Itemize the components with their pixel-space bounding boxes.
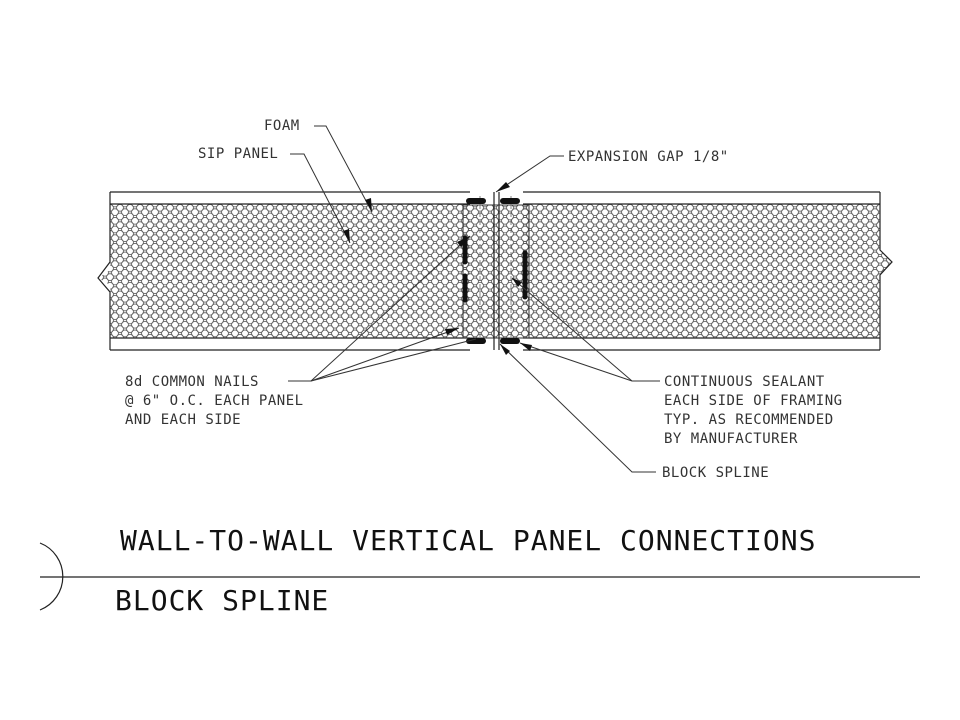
sealant-top-left bbox=[466, 198, 486, 204]
nails-label-line-2: @ 6" O.C. EACH PANEL bbox=[125, 393, 304, 409]
expansion-gap-label: EXPANSION GAP 1/8" bbox=[568, 149, 729, 165]
block-spline-callout: BLOCK SPLINE bbox=[499, 343, 769, 481]
right-sip-panel bbox=[523, 191, 893, 351]
left-sip-panel bbox=[97, 191, 470, 351]
nails-callout: 8d COMMON NAILS @ 6" O.C. EACH PANEL AND… bbox=[125, 235, 477, 428]
sealant-beads bbox=[466, 198, 520, 344]
expansion-gap-callout: EXPANSION GAP 1/8" bbox=[495, 149, 729, 193]
sealant-label-line-4: BY MANUFACTURER bbox=[664, 431, 798, 447]
sealant-top-right bbox=[500, 198, 520, 204]
block-spline-label: BLOCK SPLINE bbox=[662, 465, 769, 481]
sealant-bottom-right bbox=[500, 338, 520, 344]
sip-panel-label: SIP PANEL bbox=[198, 146, 278, 162]
sub-title: BLOCK SPLINE bbox=[115, 584, 329, 617]
nails-label-line-1: 8d COMMON NAILS bbox=[125, 374, 259, 390]
foam-label: FOAM bbox=[264, 118, 300, 134]
foam-callout: FOAM bbox=[264, 118, 373, 213]
sealant-bottom-left bbox=[466, 338, 486, 344]
sip-panel-callout: SIP PANEL bbox=[198, 146, 351, 244]
block-spline bbox=[462, 192, 530, 350]
sealant-callout: CONTINUOUS SEALANT EACH SIDE OF FRAMING … bbox=[511, 277, 843, 447]
sealant-label-line-1: CONTINUOUS SEALANT bbox=[664, 374, 825, 390]
sealant-label-line-3: TYP. AS RECOMMENDED bbox=[664, 412, 834, 428]
title-block: WALL-TO-WALL VERTICAL PANEL CONNECTIONS … bbox=[39, 524, 920, 617]
sealant-label-line-2: EACH SIDE OF FRAMING bbox=[664, 393, 843, 409]
main-title: WALL-TO-WALL VERTICAL PANEL CONNECTIONS bbox=[120, 524, 816, 557]
nails-label-line-3: AND EACH SIDE bbox=[125, 412, 241, 428]
